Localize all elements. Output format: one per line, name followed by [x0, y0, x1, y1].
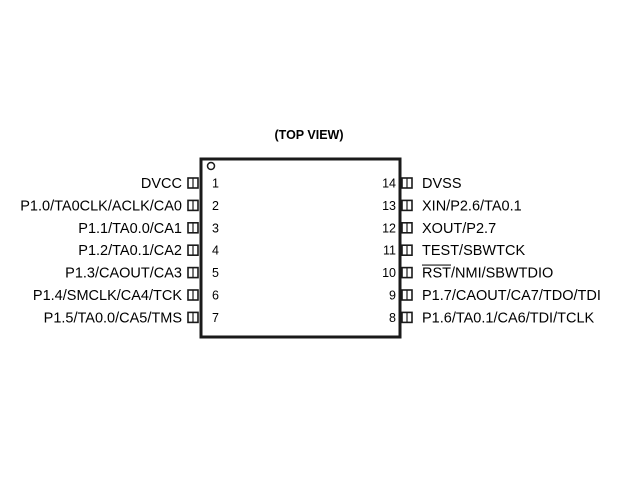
pin-name: P1.5/TA0.0/CA5/TMS	[44, 310, 182, 326]
pin-name: P1.4/SMCLK/CA4/TCK	[33, 288, 182, 304]
pin-number: 4	[212, 244, 219, 258]
pin-name: P1.3/CAOUT/CA3	[65, 266, 182, 282]
pin-number: 2	[212, 199, 219, 213]
pin-1: 1 DVCC	[141, 176, 219, 192]
pin-13: 13 XIN/P2.6/TA0.1	[382, 198, 522, 214]
pin-2: 2 P1.0/TA0CLK/ACLK/CA0	[20, 198, 219, 214]
pin-name: P1.2/TA0.1/CA2	[78, 243, 182, 259]
pin-number: 14	[382, 177, 396, 191]
pin-number: 3	[212, 221, 219, 235]
pin-name: P1.1/TA0.0/CA1	[78, 221, 182, 237]
pin-number: 1	[212, 177, 219, 191]
pin-number: 11	[383, 244, 396, 258]
pin-5: 5 P1.3/CAOUT/CA3	[65, 266, 219, 282]
pin-4: 4 P1.2/TA0.1/CA2	[78, 243, 219, 259]
left-pin-column: 1 DVCC 2 P1.0/TA0CLK/ACLK/CA0 3 P1.1/TA0.0/CA…	[20, 176, 219, 326]
pin-name: P1.7/CAOUT/CA7/TDO/TDI	[422, 288, 601, 304]
pin-8: 8 P1.6/TA0.1/CA6/TDI/TCLK	[389, 310, 594, 326]
pin-number: 9	[389, 289, 396, 303]
pin-name: TEST/SBWTCK	[422, 243, 525, 259]
pin-12: 12 XOUT/P2.7	[382, 221, 496, 237]
pin-name: P1.6/TA0.1/CA6/TDI/TCLK	[422, 310, 595, 326]
pin-name: DVSS	[422, 176, 462, 192]
pin-10: 10 RST/NMI/SBWTDIO	[382, 264, 553, 282]
pin-number: 7	[212, 311, 219, 325]
right-pin-column: 14 DVSS 13 XIN/P2.6/TA0.1 12 XOUT/P2.7 11 TEST/…	[382, 176, 601, 326]
pin-name: XIN/P2.6/TA0.1	[422, 198, 522, 214]
pin-number: 12	[382, 221, 396, 235]
pin-6: 6 P1.4/SMCLK/CA4/TCK	[33, 288, 219, 304]
pin-number: 8	[389, 311, 396, 325]
pin-7: 7 P1.5/TA0.0/CA5/TMS	[44, 310, 219, 326]
pin-number: 13	[382, 199, 396, 213]
pin-name: DVCC	[141, 176, 182, 192]
top-view-label: (TOP VIEW)	[275, 128, 344, 142]
pin-1-indicator-circle	[206, 161, 216, 171]
pin-14: 14 DVSS	[382, 176, 461, 192]
pin-11: 11 TEST/SBWTCK	[383, 243, 525, 259]
pin-number: 10	[382, 266, 396, 280]
chip-package-body	[199, 157, 402, 339]
pin-number: 6	[212, 289, 219, 303]
pin-name: RST/NMI/SBWTDIO	[422, 266, 553, 282]
pin-name: XOUT/P2.7	[422, 221, 496, 237]
pin-3: 3 P1.1/TA0.0/CA1	[78, 221, 219, 237]
pin-number: 5	[212, 266, 219, 280]
pin-9: 9 P1.7/CAOUT/CA7/TDO/TDI	[389, 288, 601, 304]
pin-name: P1.0/TA0CLK/ACLK/CA0	[20, 198, 182, 214]
